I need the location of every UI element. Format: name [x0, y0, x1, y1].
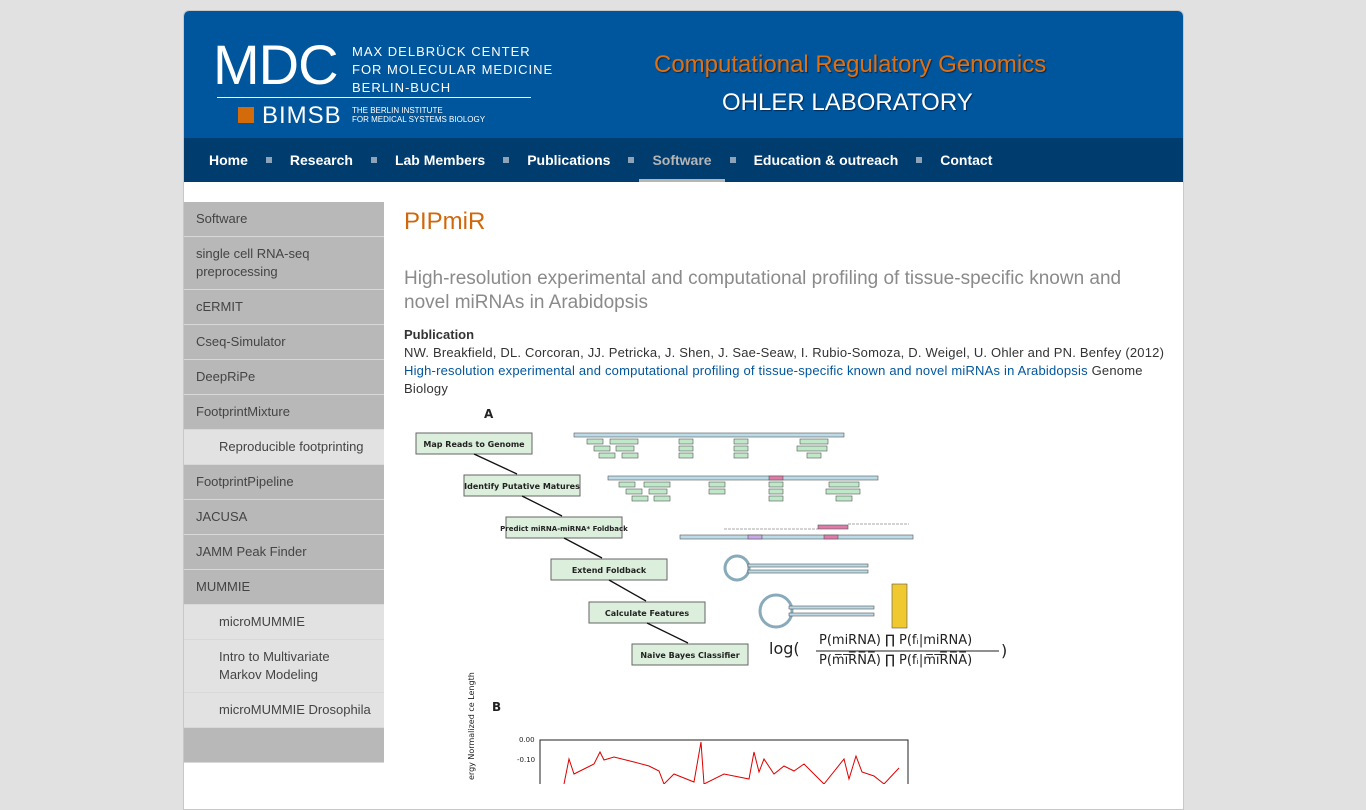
nav-separator	[370, 157, 377, 163]
nav-research[interactable]: Research	[289, 152, 353, 168]
logo-divider	[217, 97, 531, 98]
main-content: PIPmiR High-resolution experimental and …	[404, 202, 1169, 801]
sidebar-item-footprintmixture[interactable]: FootprintMixture	[184, 395, 384, 430]
chart-y-label: ergy Normalized ce Length	[467, 672, 476, 780]
nav-software[interactable]: Software	[639, 138, 725, 182]
main-nav: Home Research Lab Members Publications S…	[184, 138, 1183, 182]
bimsb-full-name: THE BERLIN INSTITUTE FOR MEDICAL SYSTEMS…	[352, 106, 485, 124]
logo-line: FOR MOLECULAR MEDICINE	[352, 62, 554, 77]
flow-step: Predict miRNA-miRNA* Foldback	[500, 516, 628, 539]
read-tracks	[573, 432, 914, 629]
logo-line: FOR MEDICAL SYSTEMS BIOLOGY	[352, 115, 486, 124]
nav-separator	[265, 157, 272, 163]
nav-separator	[628, 157, 635, 163]
sidebar-item-intro-markov[interactable]: Intro to Multivariate Markov Modeling	[184, 640, 384, 693]
logo-line: THE BERLIN INSTITUTE	[352, 106, 443, 115]
sidebar-item-jacusa[interactable]: JACUSA	[184, 500, 384, 535]
panel-label-b: B	[492, 700, 501, 714]
svg-text:Extend Foldback: Extend Foldback	[572, 566, 647, 575]
lab-title: OHLER LABORATORY	[722, 89, 973, 116]
logo-line: MAX DELBRÜCK CENTER	[352, 44, 531, 59]
nav-education[interactable]: Education & outreach	[753, 152, 899, 168]
nav-publications[interactable]: Publications	[527, 152, 611, 168]
flow-step: Calculate Features	[588, 601, 706, 624]
nav-home[interactable]: Home	[209, 152, 248, 168]
svg-text:P(m̅i̅R̅N̅A̅) ∏ P(fᵢ|m̅i̅R̅N̅A: P(m̅i̅R̅N̅A̅) ∏ P(fᵢ|m̅i̅R̅N̅A̅)	[819, 652, 972, 668]
svg-text:P(miRNA) ∏ P(fᵢ|miRNA): P(miRNA) ∏ P(fᵢ|miRNA)	[819, 633, 972, 648]
flow-step: Naive Bayes Classifier	[631, 643, 749, 666]
page-subtitle: High-resolution experimental and computa…	[404, 268, 1122, 313]
panel-label-a: A	[484, 407, 494, 421]
logo-line: BERLIN-BUCH	[352, 80, 452, 95]
logo-mdc[interactable]: MDC	[213, 33, 339, 96]
svg-text:Naive Bayes Classifier: Naive Bayes Classifier	[640, 651, 739, 660]
y-tick: -0.10	[517, 756, 535, 764]
flow-step: Map Reads to Genome	[415, 432, 533, 455]
sidebar-item-next[interactable]	[184, 728, 384, 763]
publication-label: Publication	[404, 327, 475, 342]
sidebar: Software single cell RNA-seq preprocessi…	[184, 202, 384, 763]
sidebar-item-mummie[interactable]: MUMMIE	[184, 570, 384, 605]
header: MDC MAX DELBRÜCK CENTER FOR MOLECULAR ME…	[184, 11, 1183, 138]
nav-separator	[916, 157, 923, 163]
logo-full-name: MAX DELBRÜCK CENTER FOR MOLECULAR MEDICI…	[352, 43, 553, 97]
sidebar-item-jamm[interactable]: JAMM Peak Finder	[184, 535, 384, 570]
sidebar-item-cermit[interactable]: cERMIT	[184, 290, 384, 325]
nav-lab-members[interactable]: Lab Members	[394, 152, 486, 168]
group-title: Computational Regulatory Genomics	[654, 51, 1047, 78]
sidebar-item-deepripe[interactable]: DeepRiPe	[184, 360, 384, 395]
flow-arrows	[473, 453, 689, 644]
flow-step: Identify Putative Matures	[463, 474, 581, 497]
formula: log( P(miRNA) ∏ P(fᵢ|miRNA) P(m̅i̅R̅N̅A̅…	[769, 633, 1007, 668]
nav-separator	[503, 157, 510, 163]
bimsb-square-icon	[238, 107, 254, 123]
svg-text:): )	[1001, 641, 1007, 660]
sidebar-item-software[interactable]: Software	[184, 202, 384, 237]
flow-step: Extend Foldback	[550, 558, 668, 581]
page-title: PIPmiR	[404, 208, 486, 235]
sidebar-item-micromummie-drosophila[interactable]: microMUMMIE Drosophila	[184, 693, 384, 728]
nav-contact[interactable]: Contact	[940, 152, 993, 168]
svg-text:log(: log(	[769, 639, 800, 658]
pipmir-figure: A Map Reads to Genome Identify Putative …	[415, 407, 1007, 801]
nav-separator	[729, 157, 736, 163]
svg-text:Calculate Features: Calculate Features	[605, 609, 689, 618]
sidebar-item-scrnaseq[interactable]: single cell RNA-seq preprocessing	[184, 237, 384, 290]
svg-text:Predict miRNA-miRNA* Foldback: Predict miRNA-miRNA* Foldback	[500, 525, 628, 533]
citation: NW. Breakfield, DL. Corcoran, JJ. Petric…	[404, 344, 1169, 398]
sidebar-item-micromummie[interactable]: microMUMMIE	[184, 605, 384, 640]
y-tick: 0.00	[519, 736, 535, 744]
logo-bimsb[interactable]: BIMSB	[262, 102, 342, 129]
citation-authors: NW. Breakfield, DL. Corcoran, JJ. Petric…	[404, 345, 1165, 360]
sidebar-item-reproducible-footprinting[interactable]: Reproducible footprinting	[184, 430, 384, 465]
svg-text:Map Reads to Genome: Map Reads to Genome	[423, 440, 525, 449]
svg-text:Identify Putative Matures: Identify Putative Matures	[464, 482, 580, 491]
citation-journal: Genome Biology	[404, 363, 1143, 396]
energy-series-line	[563, 741, 900, 785]
publication-link[interactable]: High-resolution experimental and computa…	[404, 363, 1088, 378]
sidebar-item-cseq[interactable]: Cseq-Simulator	[184, 325, 384, 360]
page: MDC MAX DELBRÜCK CENTER FOR MOLECULAR ME…	[183, 10, 1184, 810]
sidebar-item-footprintpipeline[interactable]: FootprintPipeline	[184, 465, 384, 500]
